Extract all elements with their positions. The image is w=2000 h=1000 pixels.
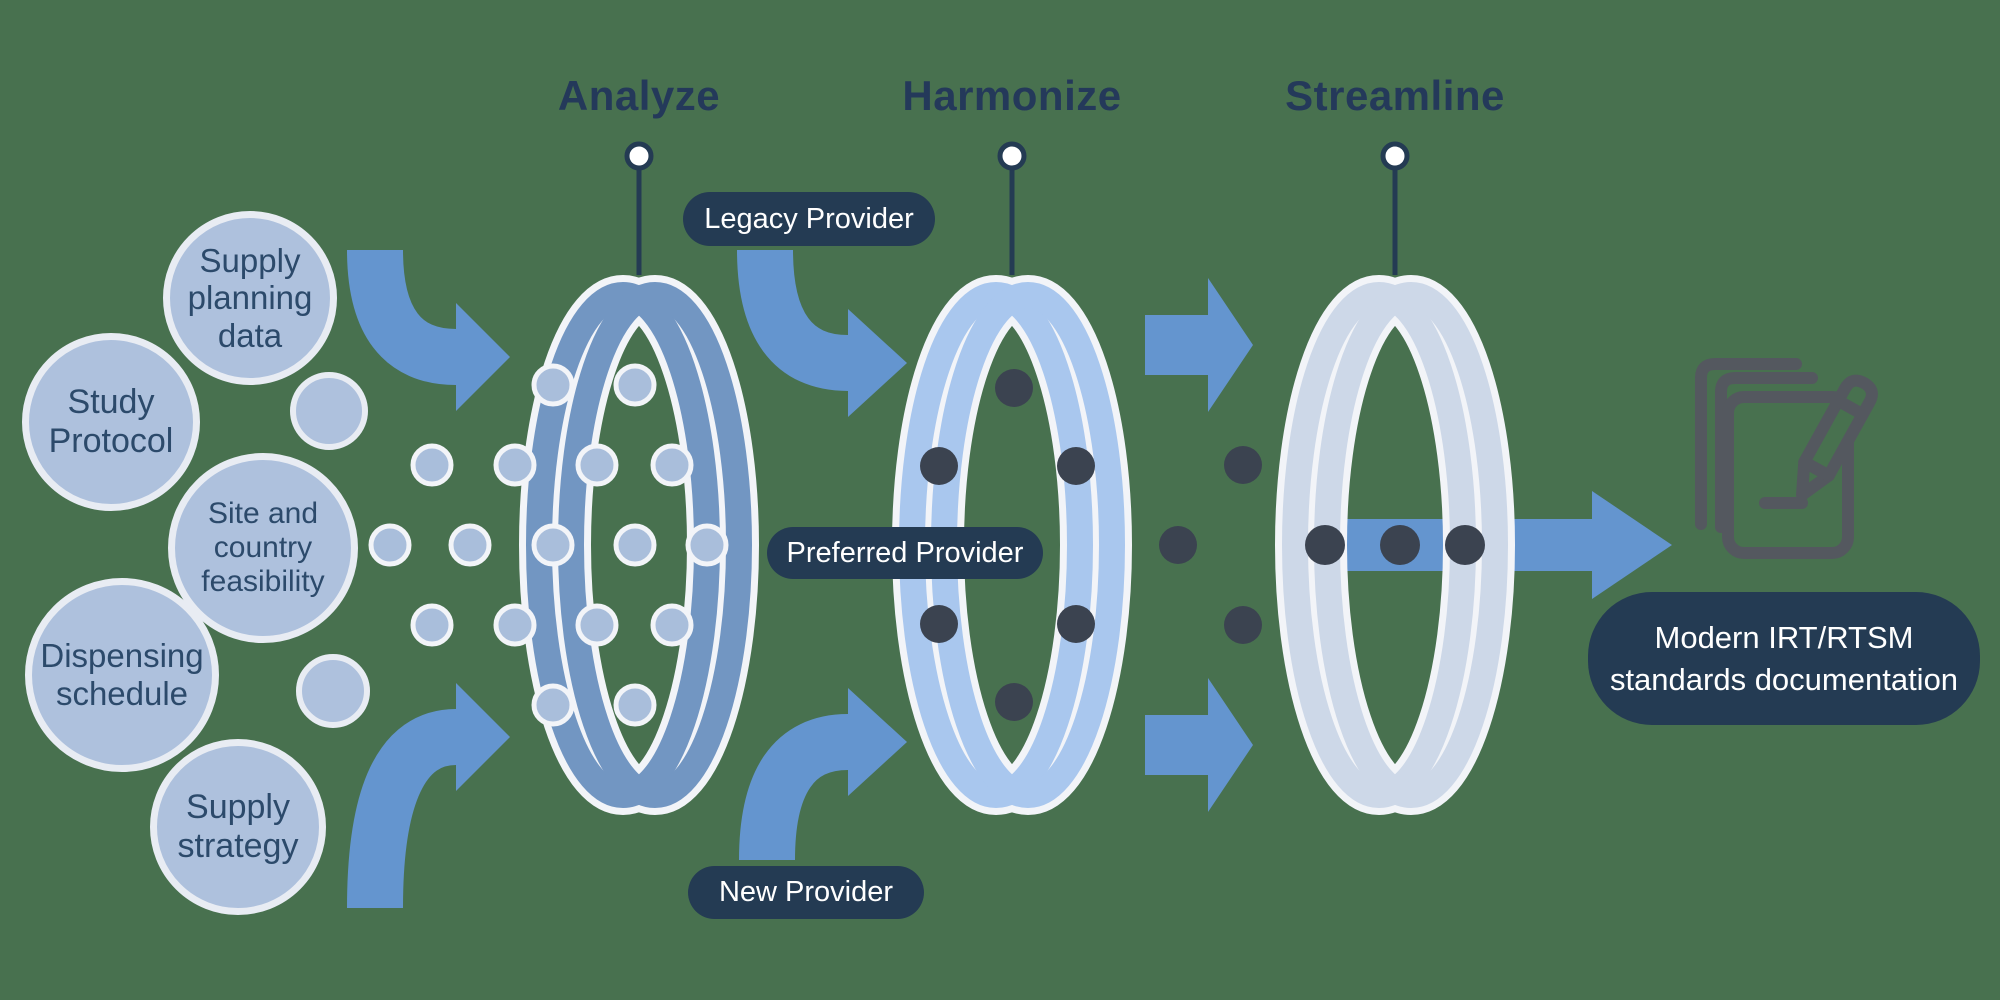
stage-label-streamline: Streamline bbox=[1285, 72, 1505, 119]
light-data-dot bbox=[575, 603, 619, 647]
arrowhead bbox=[456, 303, 510, 411]
dark-data-dot bbox=[1305, 525, 1345, 565]
output-pill-text: Modern IRT/RTSM standards documentation bbox=[1610, 617, 1958, 701]
front-page-outline bbox=[1722, 391, 1854, 559]
back-page-outline bbox=[1695, 358, 1802, 530]
bubble-text-line: Supply bbox=[186, 788, 290, 827]
stage-label-analyze: Analyze bbox=[557, 72, 721, 119]
dark-data-dot bbox=[920, 447, 958, 485]
small-input-circle-bottom bbox=[296, 654, 370, 728]
bubble-text-line: Study bbox=[67, 383, 155, 422]
input-bubble-study-protocol: Study Protocol bbox=[22, 333, 200, 511]
bubble-text-line: Protocol bbox=[48, 422, 174, 460]
legacy-provider-pill: Legacy Provider bbox=[683, 192, 935, 246]
bubble-text-line: planning bbox=[187, 279, 313, 317]
pencil-icon bbox=[1796, 374, 1878, 501]
output-pill-modern-irt-rtsm: Modern IRT/RTSM standards documentation bbox=[1588, 592, 1980, 725]
light-data-dot bbox=[493, 603, 537, 647]
input-bubble-dispensing-schedule: Dispensing schedule bbox=[25, 578, 219, 772]
light-data-dot bbox=[685, 523, 729, 567]
dark-data-dot bbox=[1057, 447, 1095, 485]
input-bubble-supply-planning-data: Supply planning data bbox=[163, 211, 337, 385]
light-data-dot bbox=[368, 523, 412, 567]
dark-data-dot bbox=[1445, 525, 1485, 565]
light-data-dot bbox=[650, 443, 694, 487]
dark-data-dot bbox=[1380, 525, 1420, 565]
documents-and-pencil-icon bbox=[1695, 358, 1878, 559]
preferred-provider-pill: Preferred Provider bbox=[767, 527, 1043, 579]
light-data-dot bbox=[650, 603, 694, 647]
bubble-text-line: Supply bbox=[199, 241, 301, 279]
light-data-dot bbox=[410, 443, 454, 487]
dark-data-dot bbox=[1224, 606, 1262, 644]
bubble-text-line: schedule bbox=[55, 675, 189, 712]
light-data-dot bbox=[613, 363, 657, 407]
light-data-dot bbox=[613, 683, 657, 727]
input-bottom-curved-arrow bbox=[347, 683, 510, 909]
dark-data-dot bbox=[995, 683, 1033, 721]
analyze-marker-circle bbox=[624, 141, 654, 171]
arrowhead bbox=[848, 309, 907, 417]
harmonized-data-dots bbox=[920, 369, 1485, 721]
new-provider-curved-arrow bbox=[739, 688, 907, 861]
legacy-provider-curved-arrow bbox=[737, 249, 907, 417]
arrowhead bbox=[848, 688, 907, 796]
raw-data-dot-grid bbox=[368, 363, 729, 727]
new-provider-pill: New Provider bbox=[688, 866, 924, 919]
block-arrows bbox=[1145, 278, 1253, 812]
bubble-text-line: strategy bbox=[177, 827, 299, 865]
output-text-line: Modern IRT/RTSM bbox=[1654, 619, 1914, 655]
curved-arrows bbox=[347, 249, 907, 909]
dark-data-dot bbox=[995, 369, 1033, 407]
output-text-line: standards documentation bbox=[1609, 661, 1959, 697]
light-data-dot bbox=[493, 443, 537, 487]
bubble-text-line: Site and bbox=[207, 496, 319, 530]
light-data-dot bbox=[448, 523, 492, 567]
harmonize-marker-circle bbox=[997, 141, 1027, 171]
input-bubble-supply-strategy: Supply strategy bbox=[150, 739, 326, 915]
block-arrow-top bbox=[1145, 278, 1253, 412]
stage-connectors bbox=[624, 141, 1410, 275]
bubble-text-line: Dispensing bbox=[40, 637, 204, 675]
middle-page-outline bbox=[1715, 372, 1818, 533]
light-data-dot bbox=[531, 523, 575, 567]
block-arrow-bottom bbox=[1145, 678, 1253, 812]
light-data-dot bbox=[531, 683, 575, 727]
input-bubble-site-country-feasibility: Site and country feasibility bbox=[168, 453, 358, 643]
arrowhead bbox=[456, 683, 510, 791]
light-data-dot bbox=[613, 523, 657, 567]
dark-data-dot bbox=[920, 605, 958, 643]
pencil-divider bbox=[1832, 394, 1869, 421]
stage-label-harmonize: Harmonize bbox=[902, 72, 1122, 119]
input-top-curved-arrow bbox=[347, 249, 510, 411]
small-input-circle-top bbox=[290, 372, 368, 450]
light-data-dot bbox=[410, 603, 454, 647]
bubble-text-line: feasibility bbox=[201, 565, 325, 599]
light-data-dot bbox=[531, 363, 575, 407]
dark-data-dot bbox=[1057, 605, 1095, 643]
bubble-text-line: country bbox=[213, 530, 313, 564]
dark-data-dot bbox=[1224, 446, 1262, 484]
bubble-text-line: data bbox=[217, 316, 283, 354]
dark-data-dot bbox=[1159, 526, 1197, 564]
streamline-marker-circle bbox=[1380, 141, 1410, 171]
light-data-dot bbox=[575, 443, 619, 487]
